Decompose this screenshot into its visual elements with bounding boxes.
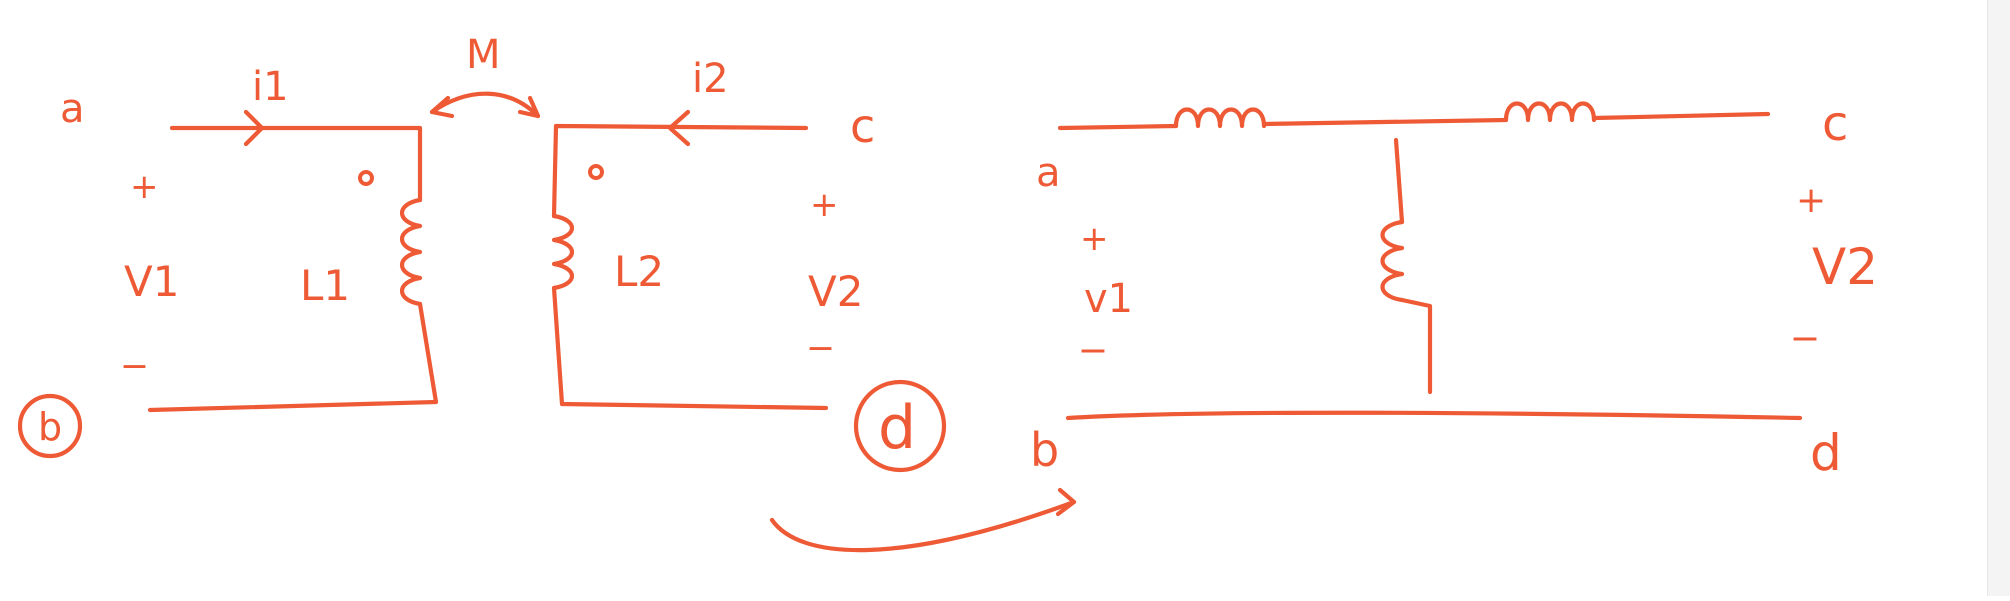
- secondary-polarity-dot: [588, 164, 604, 180]
- primary-minus-sign: _: [123, 319, 146, 368]
- terminal-d-circle: [853, 379, 947, 473]
- series-inductor-left: [1173, 107, 1267, 129]
- shunt-inductor-coil: [1380, 219, 1405, 303]
- secondary-plus-sign: +: [810, 185, 839, 225]
- t-top-wire-right: [1591, 111, 1771, 121]
- equivalence-arrow: [769, 499, 1077, 553]
- t-bottom-wire: [1065, 410, 1803, 421]
- t-output-minus-sign: _: [1793, 290, 1817, 341]
- t-terminal-c-label: c: [1822, 96, 1848, 152]
- shunt-top-wire: [1393, 137, 1405, 225]
- t-terminal-a-label: a: [1036, 150, 1061, 196]
- mutual-inductance-label: M: [466, 32, 501, 78]
- primary-plus-sign: +: [130, 167, 159, 207]
- terminal-b-label: b: [38, 405, 62, 449]
- coupled-circuit: a b c d i1 i2 M L1 L2 + V1 _ + V2 _: [17, 32, 947, 473]
- right-edge-panel: [1987, 0, 2010, 596]
- t-input-voltage-label: v1: [1084, 276, 1133, 322]
- primary-inductor-coil: [400, 197, 423, 307]
- current-i1-label: i1: [252, 64, 289, 110]
- secondary-top-wire: [551, 123, 809, 219]
- inductor-l1-label: L1: [300, 261, 350, 310]
- t-equivalent-circuit: a b c d + v1 _ + V2 _: [1030, 96, 1878, 482]
- t-input-minus-sign: _: [1081, 302, 1105, 353]
- inductor-l2-label: L2: [614, 247, 664, 296]
- secondary-bottom-wire: [551, 285, 829, 411]
- t-output-plus-sign: +: [1796, 180, 1826, 221]
- mutual-arrowhead-right: [517, 95, 541, 119]
- equivalence-arrowhead: [1055, 487, 1077, 517]
- primary-current-arrow: [243, 109, 265, 147]
- primary-polarity-dot: [358, 170, 374, 186]
- terminal-a-label: a: [60, 86, 85, 132]
- series-inductor-right: [1503, 101, 1597, 123]
- mutual-arrowhead-left: [429, 95, 455, 119]
- t-output-voltage-label: V2: [1812, 238, 1878, 296]
- primary-right-wire: [147, 301, 439, 413]
- terminal-d-label: d: [878, 393, 916, 463]
- current-i2-label: i2: [692, 56, 729, 102]
- primary-voltage-label: V1: [124, 257, 179, 306]
- primary-top-wire: [169, 125, 423, 203]
- shunt-bottom-wire: [1399, 297, 1433, 395]
- terminal-b-circle: [17, 393, 83, 459]
- secondary-current-arrow: [667, 109, 691, 147]
- t-terminal-d-label: d: [1810, 424, 1842, 482]
- secondary-minus-sign: _: [809, 301, 832, 350]
- t-top-wire-left: [1057, 123, 1179, 131]
- terminal-c-label: c: [850, 99, 875, 153]
- secondary-voltage-label: V2: [808, 267, 863, 316]
- t-top-wire-middle: [1261, 117, 1509, 127]
- t-terminal-b-label: b: [1030, 423, 1059, 477]
- t-input-plus-sign: +: [1080, 219, 1109, 259]
- secondary-inductor-coil: [551, 213, 574, 291]
- mutual-arrow: [429, 91, 541, 119]
